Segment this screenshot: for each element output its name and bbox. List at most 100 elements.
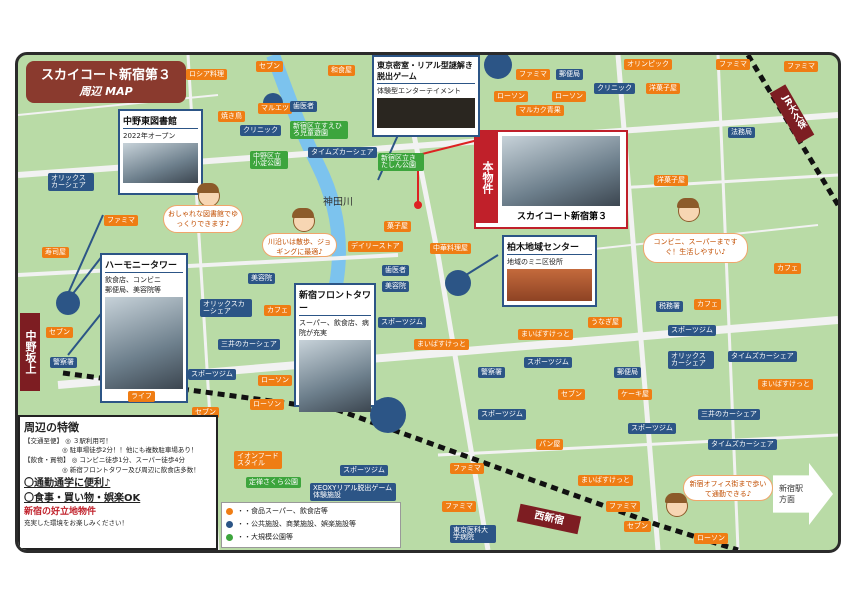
character-face-icon	[292, 208, 315, 232]
place-label: 東京医科大学病院	[450, 525, 496, 543]
features-heading: 周辺の特徴	[24, 421, 79, 434]
callout-library: 中野東図書館 2022年オープン	[118, 109, 203, 195]
callout-library-title: 中野東図書館	[123, 114, 198, 129]
legend-food-dot	[226, 507, 233, 515]
callout-frontier-tower: 新宿フロントタワー スーパー、飲食店、病院が充実	[294, 283, 376, 412]
place-label: スポーツジム	[628, 423, 676, 434]
place-label: 洋菓子屋	[646, 83, 680, 94]
place-label: セブン	[46, 327, 73, 338]
road-minor-5	[716, 55, 740, 550]
place-label: イオンフードスタイル	[234, 451, 282, 469]
place-label: ファミマ	[450, 463, 484, 474]
place-label: ファミマ	[784, 61, 818, 72]
road-minor-4	[437, 433, 838, 457]
facility-circle-frontier	[370, 397, 406, 433]
features-t2: ◎ 駐車場徒歩2分！！他にも複数駐車場あり！	[62, 446, 198, 455]
place-label: 寿司屋	[42, 247, 69, 258]
callout-frontier-sub: スーパー、飲食店、病院が充実	[299, 319, 369, 337]
place-label: 美容院	[248, 273, 275, 284]
legend-food-text: ・・食品スーパー、飲食店等	[237, 507, 328, 515]
property-callout: 本物件 スカイコート新宿第３	[474, 130, 628, 229]
place-label: ローソン	[694, 533, 728, 544]
place-label: ファミマ	[442, 501, 476, 512]
place-label: ローソン	[494, 91, 528, 102]
place-label: ローソン	[258, 375, 292, 386]
place-label: まいばすけっと	[578, 475, 633, 486]
callout-harmony-sub: 飲食店、コンビニ郵便局、美容院等	[105, 276, 161, 294]
place-label: ファミマ	[104, 215, 138, 226]
station-nakano-sakaue: 中野坂上	[20, 313, 40, 391]
escape-photo	[377, 98, 475, 128]
place-label: タイムズカーシェア	[708, 439, 777, 450]
place-label: 定禅さくら公園	[246, 477, 301, 488]
callout-escape-sub: 体験型エンターテイメント	[377, 87, 461, 95]
river-label: 神田川	[323, 197, 353, 208]
place-label: スポーツジム	[478, 409, 526, 420]
features-traffic-tag: 【交通至便】	[24, 436, 63, 445]
place-label: クリニック	[240, 125, 281, 136]
character-face-icon	[197, 183, 220, 207]
library-photo	[123, 143, 198, 183]
place-label: スポーツジム	[188, 369, 236, 380]
place-label: オリンピック	[624, 59, 672, 70]
property-photo	[502, 136, 620, 206]
place-label: セブン	[192, 407, 219, 418]
place-label: 洋菓子屋	[654, 175, 688, 186]
place-label: カフェ	[694, 299, 721, 310]
place-label: まいばすけっと	[518, 329, 573, 340]
map-title-line2: 周辺 MAP	[79, 85, 133, 98]
callout-library-sub: 2022年オープン	[123, 132, 176, 140]
features-box: 周辺の特徴 【交通至便】 ◎ ３駅利用可！ ◎ 駐車場徒歩2分！！他にも複数駐車…	[18, 415, 218, 550]
place-label: 中野区立小淀公園	[250, 151, 288, 169]
property-marker	[414, 201, 422, 209]
features-p2: 〇食事・買い物・娯楽OK	[24, 492, 141, 504]
place-label: 三井のカーシェア	[218, 339, 280, 350]
property-name: スカイコート新宿第３	[516, 212, 607, 222]
facility-circle-kashiwagi	[445, 270, 471, 296]
callout-harmony-tower: ハーモニータワー 飲食店、コンビニ郵便局、美容院等	[100, 253, 188, 403]
legend-park-text: ・・大規模公園等	[237, 533, 293, 541]
features-p4: 充実した環境をお楽しみください！	[24, 519, 128, 527]
place-label: オリックスカーシェア	[48, 173, 94, 191]
place-label: セブン	[256, 61, 283, 72]
place-label: うなぎ屋	[588, 317, 622, 328]
character-face-icon	[665, 493, 688, 517]
map-title-line1: スカイコート新宿第３	[40, 68, 171, 83]
property-tag: 本物件	[476, 132, 498, 223]
place-label: タイムズカーシェア	[308, 147, 377, 158]
bubble-library: おしゃれな図書館でゆっくりできます♪	[163, 205, 243, 233]
rail-line-marunouchi	[62, 370, 739, 550]
place-label: ファミマ	[516, 69, 550, 80]
place-label: セブン	[624, 521, 651, 532]
place-label: オリックスカーシェア	[200, 299, 252, 317]
area-map: スカイコート新宿第３ 周辺 MAP JR大久保 中野坂上 西新宿 新宿駅方面 神…	[15, 52, 841, 553]
place-label: ロシア料理	[186, 69, 227, 80]
place-label: ローソン	[552, 91, 586, 102]
place-label: セブン	[558, 389, 585, 400]
place-label: 中華料理屋	[430, 243, 471, 254]
callout-kashiwagi: 柏木地域センター 地域のミニ区役所	[502, 235, 597, 307]
place-label: 法務局	[728, 127, 755, 138]
place-label: クリニック	[594, 83, 635, 94]
harmony-photo	[105, 297, 183, 389]
features-f1: ◎ コンビニ徒歩1分、スーパー徒歩4分	[71, 456, 186, 464]
place-label: 警察署	[50, 357, 77, 368]
place-label: スポーツジム	[668, 325, 716, 336]
features-p3: 新宿の好立地物件	[24, 506, 97, 517]
place-label: ファミマ	[606, 501, 640, 512]
place-label: ライフ	[128, 391, 155, 402]
place-label: スポーツジム	[524, 357, 572, 368]
place-label: 歯医者	[290, 101, 317, 112]
place-label: 郵便局	[556, 69, 583, 80]
character-face-icon	[677, 198, 700, 222]
place-label: 新宿区立すえひろ児童遊園	[290, 121, 348, 139]
place-label: 歯医者	[382, 265, 409, 276]
bubble-office: 新宿オフィス街まで歩いて通勤できる♪	[683, 475, 773, 501]
place-label: マルエツ	[258, 103, 292, 114]
place-label: 和食屋	[328, 65, 355, 76]
bubble-river: 川沿いは散歩、ジョギングに最適♪	[262, 233, 337, 257]
map-title: スカイコート新宿第３ 周辺 MAP	[26, 61, 186, 103]
place-label: 郵便局	[614, 367, 641, 378]
place-label: まいばすけっと	[758, 379, 813, 390]
road-minor-1	[18, 253, 399, 277]
